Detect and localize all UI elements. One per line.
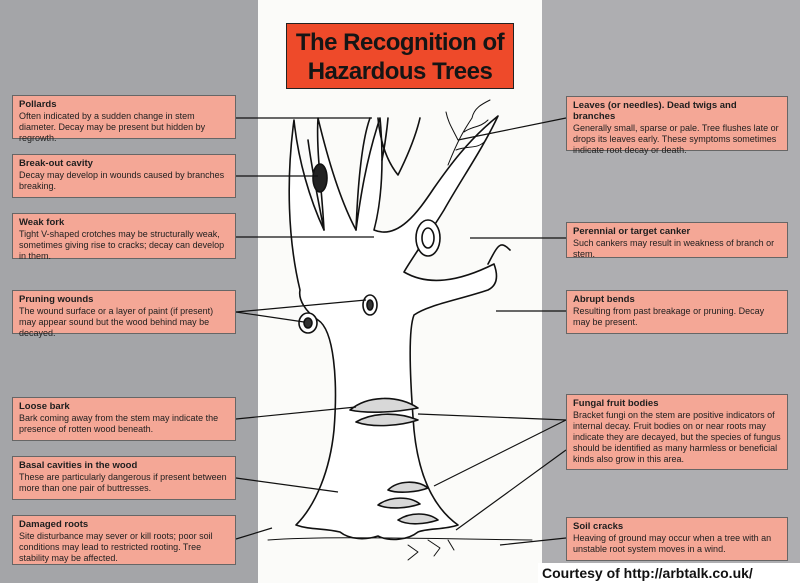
callout-heading: Perennial or target canker bbox=[573, 226, 691, 237]
breakout-cavity-mark bbox=[312, 163, 328, 193]
callout-heading: Loose bark bbox=[19, 401, 70, 412]
leader-basal bbox=[235, 477, 339, 493]
pollard-regrowth bbox=[377, 117, 421, 176]
callout-heading: Soil cracks bbox=[573, 521, 624, 532]
leader-fungal-2 bbox=[433, 419, 567, 487]
callout-heading: Break-out cavity bbox=[19, 158, 93, 169]
leader-leaves bbox=[457, 117, 567, 141]
leader-fungal-1 bbox=[417, 413, 567, 421]
callout-body: Site disturbance may sever or kill roots… bbox=[19, 531, 213, 563]
callout-heading: Fungal fruit bodies bbox=[573, 398, 659, 409]
callout-heading: Pollards bbox=[19, 99, 57, 110]
callout-pruning-wounds: Pruning wounds The wound surface or a la… bbox=[12, 290, 236, 338]
callout-body: Generally small, sparse or pale. Tree fl… bbox=[573, 123, 779, 155]
leader-pruning-upper bbox=[235, 299, 367, 313]
tree-illustration bbox=[267, 99, 533, 561]
callout-heading: Basal cavities in the wood bbox=[19, 460, 138, 471]
abrupt-bend bbox=[487, 244, 511, 265]
soil-cracks bbox=[407, 539, 455, 561]
callout-soil-cracks: Soil cracks Heaving of ground may occur … bbox=[566, 517, 788, 561]
tree-trunk-and-branches bbox=[288, 115, 499, 541]
callout-heading: Abrupt bends bbox=[573, 294, 635, 305]
leader-pruning-lower bbox=[235, 311, 305, 323]
diagram-title: The Recognition of Hazardous Trees bbox=[286, 23, 514, 89]
leader-loose-bark bbox=[235, 406, 357, 420]
dead-twigs bbox=[445, 99, 491, 166]
callout-body: Resulting from past breakage or pruning.… bbox=[573, 306, 765, 327]
callout-loose-bark: Loose bark Bark coming away from the ste… bbox=[12, 397, 236, 441]
callout-body: Tight V-shaped crotches may be structura… bbox=[19, 229, 225, 261]
callout-body: Heaving of ground may occur when a tree … bbox=[573, 533, 772, 554]
callout-heading: Damaged roots bbox=[19, 519, 89, 530]
callout-body: Such cankers may result in weakness of b… bbox=[573, 238, 775, 259]
callout-heading: Weak fork bbox=[19, 217, 65, 228]
callout-heading: Pruning wounds bbox=[19, 294, 94, 305]
callout-body: Bark coming away from the stem may indic… bbox=[19, 413, 219, 434]
title-line-2: Hazardous Trees bbox=[307, 58, 493, 85]
callout-canker: Perennial or target canker Such cankers … bbox=[566, 222, 788, 259]
callout-abrupt-bends: Abrupt bends Resulting from past breakag… bbox=[566, 290, 788, 334]
ground-line bbox=[267, 537, 533, 541]
title-line-1: The Recognition of bbox=[295, 29, 505, 56]
root-fungi bbox=[377, 481, 439, 525]
callout-weak-fork: Weak fork Tight V-shaped crotches may be… bbox=[12, 213, 236, 261]
bracket-fungus bbox=[349, 397, 419, 427]
callout-pollards: Pollards Often indicated by a sudden cha… bbox=[12, 95, 236, 143]
credit-watermark: Courtesy of http://arbtalk.co.uk/ bbox=[538, 563, 800, 583]
callout-basal-cavities: Basal cavities in the wood These are par… bbox=[12, 456, 236, 500]
leader-damaged-roots bbox=[235, 527, 273, 540]
callout-heading: Leaves (or needles). Dead twigs and bran… bbox=[573, 100, 737, 122]
callout-body: Decay may develop in wounds caused by br… bbox=[19, 170, 225, 191]
callout-body: The wound surface or a layer of paint (i… bbox=[19, 306, 214, 338]
callout-body: Bracket fungi on the stem are positive i… bbox=[573, 410, 781, 464]
callout-fungal-fruit-bodies: Fungal fruit bodies Bracket fungi on the… bbox=[566, 394, 788, 470]
callout-breakout-cavity: Break-out cavity Decay may develop in wo… bbox=[12, 154, 236, 198]
callout-damaged-roots: Damaged roots Site disturbance may sever… bbox=[12, 515, 236, 565]
callout-leaves: Leaves (or needles). Dead twigs and bran… bbox=[566, 96, 788, 155]
callout-body: Often indicated by a sudden change in st… bbox=[19, 111, 206, 143]
leader-soil-cracks bbox=[499, 537, 567, 546]
leader-fungal-3 bbox=[455, 449, 567, 531]
callout-body: These are particularly dangerous if pres… bbox=[19, 472, 227, 493]
